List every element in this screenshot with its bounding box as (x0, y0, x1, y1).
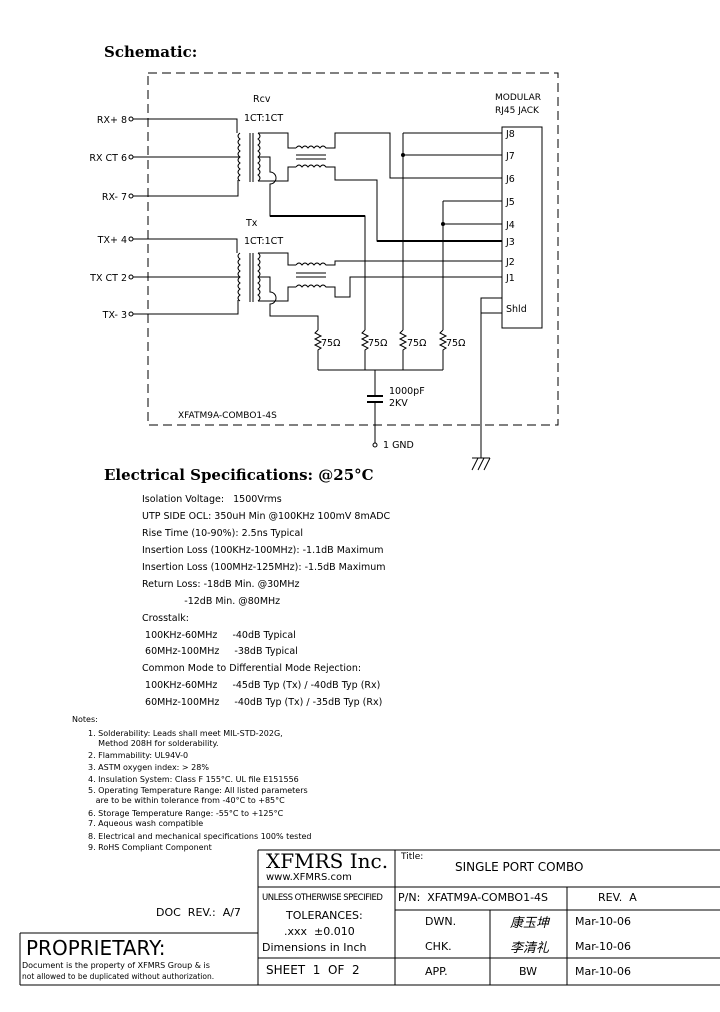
note-item: 6. Storage Temperature Range: -55°C to +… (88, 809, 284, 818)
jack-pin-j3: J3 (505, 237, 515, 248)
jack-pin-j8: J8 (505, 129, 515, 140)
tx-label: Tx (245, 218, 258, 229)
checked-date: Mar-10-06 (575, 940, 631, 953)
doc-revision: DOC REV.: A/7 (156, 906, 241, 919)
rcv-label: Rcv (253, 94, 271, 105)
spec-line: Common Mode to Differential Mode Rejecti… (142, 663, 362, 674)
company-logo-text: XFMRS Inc. (266, 849, 389, 873)
schematic-diagram: RX+ 8 RX CT 6 RX- 7 TX+ 4 TX CT 2 TX- 3 … (89, 72, 559, 471)
spec-line: Return Loss: -18dB Min. @30MHz (142, 579, 300, 590)
spec-line: Rise Time (10-90%): 2.5ns Typical (142, 528, 303, 539)
module-outline (147, 72, 559, 426)
tx-transformer (133, 238, 502, 330)
notes-heading: Notes: (72, 715, 98, 724)
tolerance-label: TOLERANCES: (286, 909, 363, 922)
jack-pin-j2: J2 (505, 257, 515, 268)
pin-rx-plus: RX+ 8 (97, 115, 127, 126)
note-item: 4. Insulation System: Class F 155°C. UL … (88, 775, 299, 784)
jack-pin-j7: J7 (505, 151, 515, 162)
resistor-label-4: 75Ω (446, 338, 465, 349)
revision: REV. A (598, 891, 637, 904)
rj45-jack (501, 126, 543, 329)
note-item: 9. RoHS Compliant Component (88, 843, 212, 852)
termination-network (313, 329, 448, 443)
tolerance-header: UNLESS OTHERWISE SPECIFIED (262, 893, 383, 903)
proprietary-text: not allowed to be duplicated without aut… (22, 972, 215, 981)
proprietary-text: Document is the property of XFMRS Group … (22, 961, 210, 970)
jack-wiring (401, 132, 502, 471)
spec-line: 100KHz-60MHz -40dB Typical (142, 630, 296, 641)
pin-tx-plus: TX+ 4 (97, 235, 127, 246)
proprietary-heading: PROPRIETARY: (26, 936, 166, 960)
gnd-label: 1 GND (383, 440, 414, 451)
spec-line: Insertion Loss (100MHz-125MHz): -1.5dB M… (142, 562, 386, 573)
sheet-number: SHEET 1 OF 2 (266, 963, 360, 977)
note-item: are to be within tolerance from -40°C to… (88, 796, 285, 805)
drawn-date: Mar-10-06 (575, 915, 631, 928)
pin-tx-minus: TX- 3 (102, 310, 127, 321)
rcv-transformer (133, 118, 502, 330)
tolerance-value: .xxx ±0.010 (284, 925, 355, 938)
pin-tx-ct: TX CT 2 (89, 273, 127, 284)
note-item: 8. Electrical and mechanical specificati… (88, 832, 312, 841)
company-website: www.XFMRS.com (266, 872, 352, 883)
spec-line: Insertion Loss (100KHz-100MHz): -1.1dB M… (142, 545, 384, 556)
tx-ratio: 1CT:1CT (244, 236, 283, 247)
schematic-heading: Schematic: (104, 43, 198, 61)
spec-line: UTP SIDE OCL: 350uH Min @100KHz 100mV 8m… (142, 511, 391, 522)
drawn-role: DWN. (425, 915, 457, 928)
part-number: P/N: XFATM9A-COMBO1-4S (398, 891, 549, 904)
note-item: Method 208H for solderability. (88, 739, 219, 748)
jack-pin-j4: J4 (505, 220, 515, 231)
checked-signature: 李清礼 (510, 941, 550, 956)
spec-line: Crosstalk: (142, 613, 189, 624)
capacitor-voltage: 2KV (389, 398, 408, 409)
note-item: 2. Flammability: UL94V-0 (88, 751, 189, 760)
pin-rx-minus: RX- 7 (102, 192, 127, 203)
rcv-ratio: 1CT:1CT (244, 113, 283, 124)
resistor-label-3: 75Ω (407, 338, 426, 349)
note-item: 1. Solderability: Leads shall meet MIL-S… (88, 729, 283, 738)
pin-rx-ct: RX CT 6 (89, 153, 127, 164)
approved-role: APP. (425, 965, 448, 978)
jack-pin-shld: Shld (506, 304, 527, 315)
drawn-signature: 康玉坤 (510, 916, 550, 931)
dimensions-unit: Dimensions in Inch (262, 941, 367, 954)
note-item: 7. Aqueous wash compatible (88, 819, 204, 828)
resistor-label-1: 75Ω (321, 338, 340, 349)
electrical-specs-heading: Electrical Specifications: @25°C (104, 466, 374, 484)
spec-line: 60MHz-100MHz -38dB Typical (142, 646, 298, 657)
jack-pin-j6: J6 (505, 174, 515, 185)
document-title: SINGLE PORT COMBO (455, 860, 584, 874)
spec-line: 60MHz-100MHz -40dB Typ (Tx) / -35dB Typ … (142, 697, 383, 708)
part-label: XFATM9A-COMBO1-4S (178, 411, 277, 421)
resistor-label-2: 75Ω (368, 338, 387, 349)
spec-line: 100KHz-60MHz -45dB Typ (Tx) / -40dB Typ … (142, 680, 381, 691)
capacitor-value: 1000pF (389, 386, 425, 397)
approved-date: Mar-10-06 (575, 965, 631, 978)
spec-line: -12dB Min. @80MHz (142, 596, 281, 607)
jack-pin-j5: J5 (505, 197, 515, 208)
note-item: 5. Operating Temperature Range: All list… (88, 786, 308, 795)
approved-signature: BW (519, 965, 538, 978)
spec-line: Isolation Voltage: 1500Vrms (142, 494, 282, 505)
jack-title-1: MODULAR (495, 93, 541, 103)
jack-title-2: RJ45 JACK (495, 106, 540, 116)
note-item: 3. ASTM oxygen index: > 28% (88, 763, 209, 772)
checked-role: CHK. (425, 940, 452, 953)
title-label: Title: (401, 852, 424, 862)
jack-pin-j1: J1 (505, 273, 515, 284)
